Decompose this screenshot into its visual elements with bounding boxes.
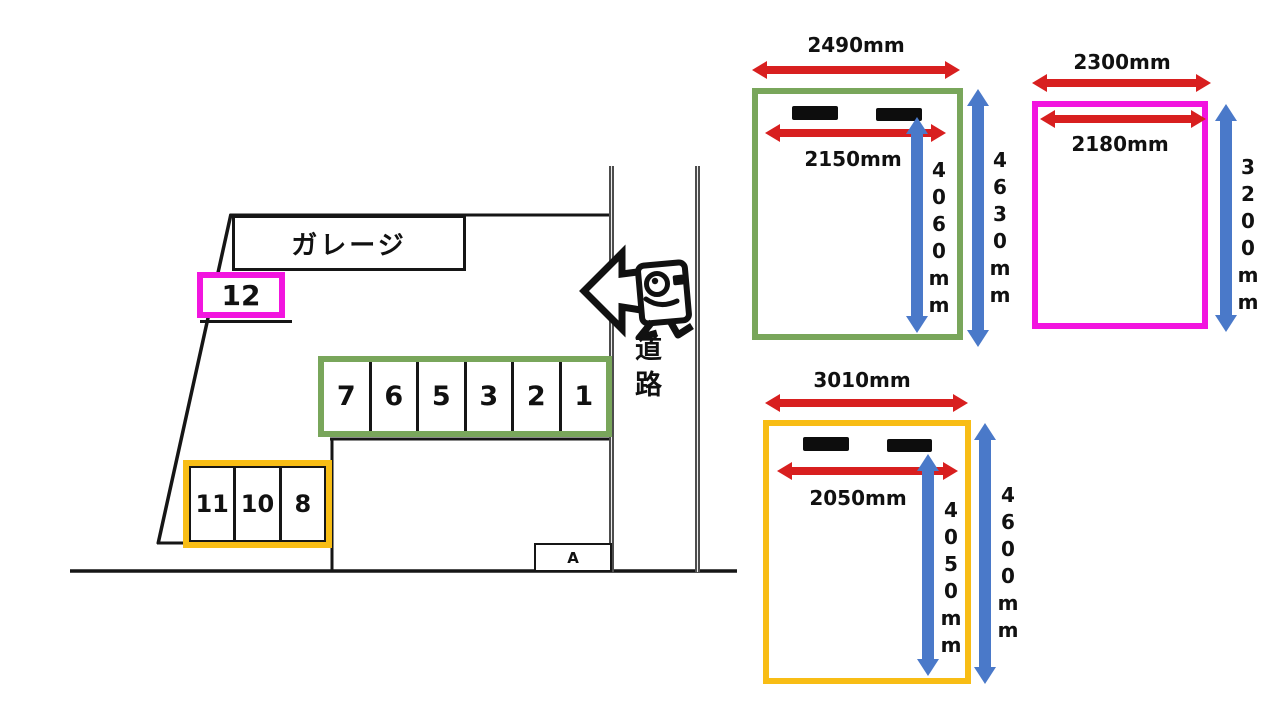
magenta-outer-height-arrow [1215, 104, 1237, 332]
spot-12-underline [200, 320, 292, 323]
orange-outer-width-arrow [765, 394, 968, 412]
arrow-shaft [765, 66, 947, 74]
parking-spot-8: 8 [294, 490, 312, 518]
orange-outer-height-label: 4600mm [996, 483, 1020, 645]
orange-inner-height-label: 4050mm [939, 498, 963, 660]
arrow-shaft [1045, 79, 1198, 87]
magenta-outer-height-label: 3200mm [1236, 155, 1260, 317]
arrow-shaft [972, 104, 984, 332]
magenta-space-rect [1032, 101, 1208, 329]
arrow-shaft [778, 129, 933, 137]
arrow-shaft [1053, 115, 1193, 123]
magenta-inner-width-arrow [1040, 110, 1206, 128]
orange-outer-height-arrow [974, 423, 996, 684]
spot-12-label: 12 [221, 278, 261, 312]
parking-row-orange-inner: 11 10 8 [189, 466, 326, 542]
marker-a-label: A [567, 548, 579, 567]
arrow-character-icon [579, 244, 694, 340]
green-outer-width-arrow [752, 61, 960, 79]
magenta-outer-width-arrow [1032, 74, 1211, 92]
green-inner-height-label: 4060mm [927, 158, 951, 320]
parking-row-green: 7 6 5 3 2 1 [318, 356, 612, 437]
parking-spot-2: 2 [514, 362, 562, 431]
parking-spot-10: 10 [236, 468, 282, 540]
arrow-shaft [778, 399, 955, 407]
parking-spot-5: 5 [419, 362, 467, 431]
garage-label: ガレージ [291, 230, 407, 261]
parking-row-orange: 11 10 8 [183, 460, 332, 548]
magenta-inner-width-label: 2180mm [1071, 132, 1169, 156]
arrow-shaft [979, 438, 991, 669]
parking-spot-6: 6 [372, 362, 419, 431]
marker-a-box: A [534, 543, 612, 572]
green-outer-height-arrow [967, 89, 989, 347]
arrow-shaft [911, 132, 923, 318]
road-edge-right [695, 166, 700, 572]
parking-spot-1: 1 [574, 381, 594, 412]
green-outer-height-label: 4630mm [988, 148, 1012, 310]
arrow-shaft [1220, 119, 1232, 317]
green-inner-height-arrow [906, 117, 928, 333]
wheel-stop-bar [887, 439, 932, 452]
parking-spot-12: 12 [197, 272, 285, 318]
magenta-outer-width-label: 2300mm [1073, 50, 1171, 74]
parking-spot-11: 11 [191, 468, 237, 540]
arrow-shaft [922, 469, 934, 661]
green-outer-width-label: 2490mm [807, 33, 905, 57]
orange-outer-width-label: 3010mm [813, 368, 911, 392]
arrow-shaft [790, 467, 945, 475]
green-inner-width-label: 2150mm [804, 147, 902, 171]
wheel-stop-bar [803, 437, 849, 451]
green-inner-width-arrow [765, 124, 946, 142]
orange-inner-width-arrow [777, 462, 958, 480]
orange-inner-width-label: 2050mm [809, 486, 907, 510]
parking-spot-7: 7 [324, 362, 372, 431]
wheel-stop-bar [792, 106, 838, 120]
garage-box: ガレージ [232, 215, 466, 271]
parking-spot-3: 3 [467, 362, 514, 431]
road-label: 道路 [630, 334, 661, 406]
orange-inner-height-arrow [917, 454, 939, 676]
